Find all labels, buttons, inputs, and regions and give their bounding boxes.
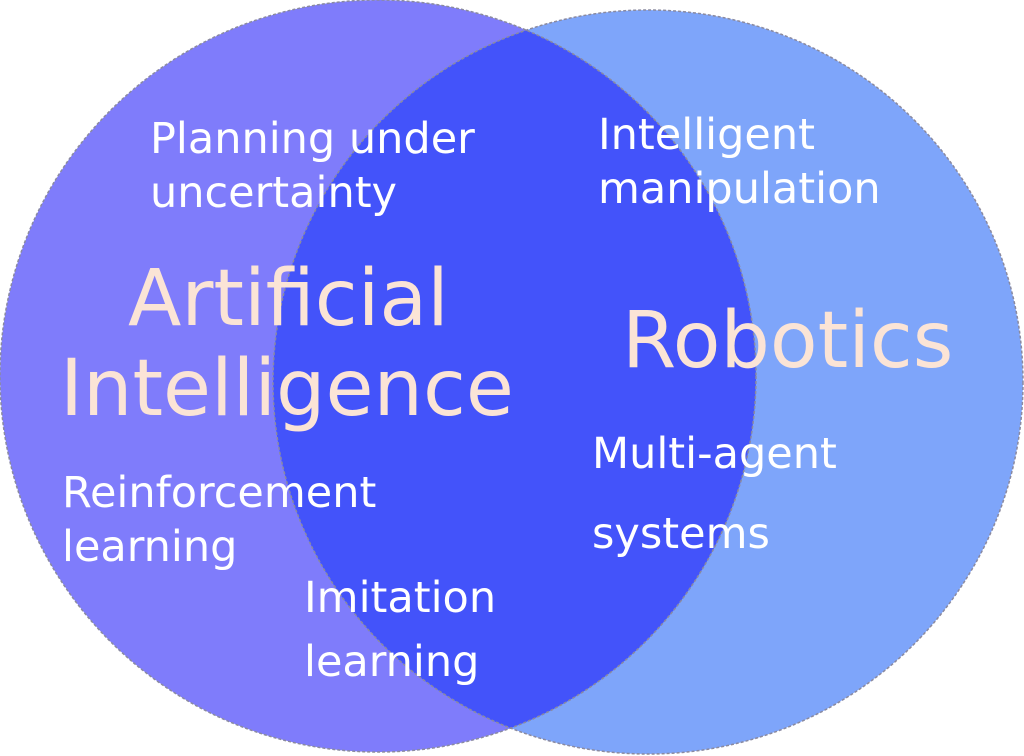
term-imitation-learning: Imitation learning (304, 566, 496, 694)
term-imitation-line2: learning (304, 637, 480, 687)
term-planning-under-uncertainty: Planning under uncertainty (150, 112, 475, 220)
overlap-region (273, 10, 756, 752)
robotics-title: Robotics (622, 298, 953, 384)
ai-title-line1: Artificial (128, 254, 449, 344)
term-multiagent-line1: Multi-agent (592, 429, 837, 479)
robotics-circle-outline (272, 9, 1024, 755)
term-multiagent-line2: systems (592, 509, 770, 559)
term-reinforcement-learning: Reinforcement learning (62, 466, 376, 574)
ai-title-second-line: Intelligence (60, 346, 514, 432)
robotics-title-text: Robotics (622, 296, 954, 386)
term-planning-line2: uncertainty (150, 168, 397, 218)
term-manipulation-line2: manipulation (598, 164, 881, 214)
term-reinforcement-line1: Reinforcement (62, 468, 377, 518)
term-reinforcement-line2: learning (62, 522, 238, 572)
term-manipulation-line1: Intelligent (598, 110, 815, 160)
term-imitation-line1: Imitation (304, 573, 497, 623)
ai-circle-outline (0, 0, 757, 753)
ai-title: Artificial (128, 256, 449, 342)
term-planning-line1: Planning under (150, 114, 475, 164)
ai-title-line2: Intelligence (60, 344, 514, 434)
term-intelligent-manipulation: Intelligent manipulation (598, 108, 881, 216)
term-multi-agent-systems: Multi-agent systems (592, 414, 837, 574)
